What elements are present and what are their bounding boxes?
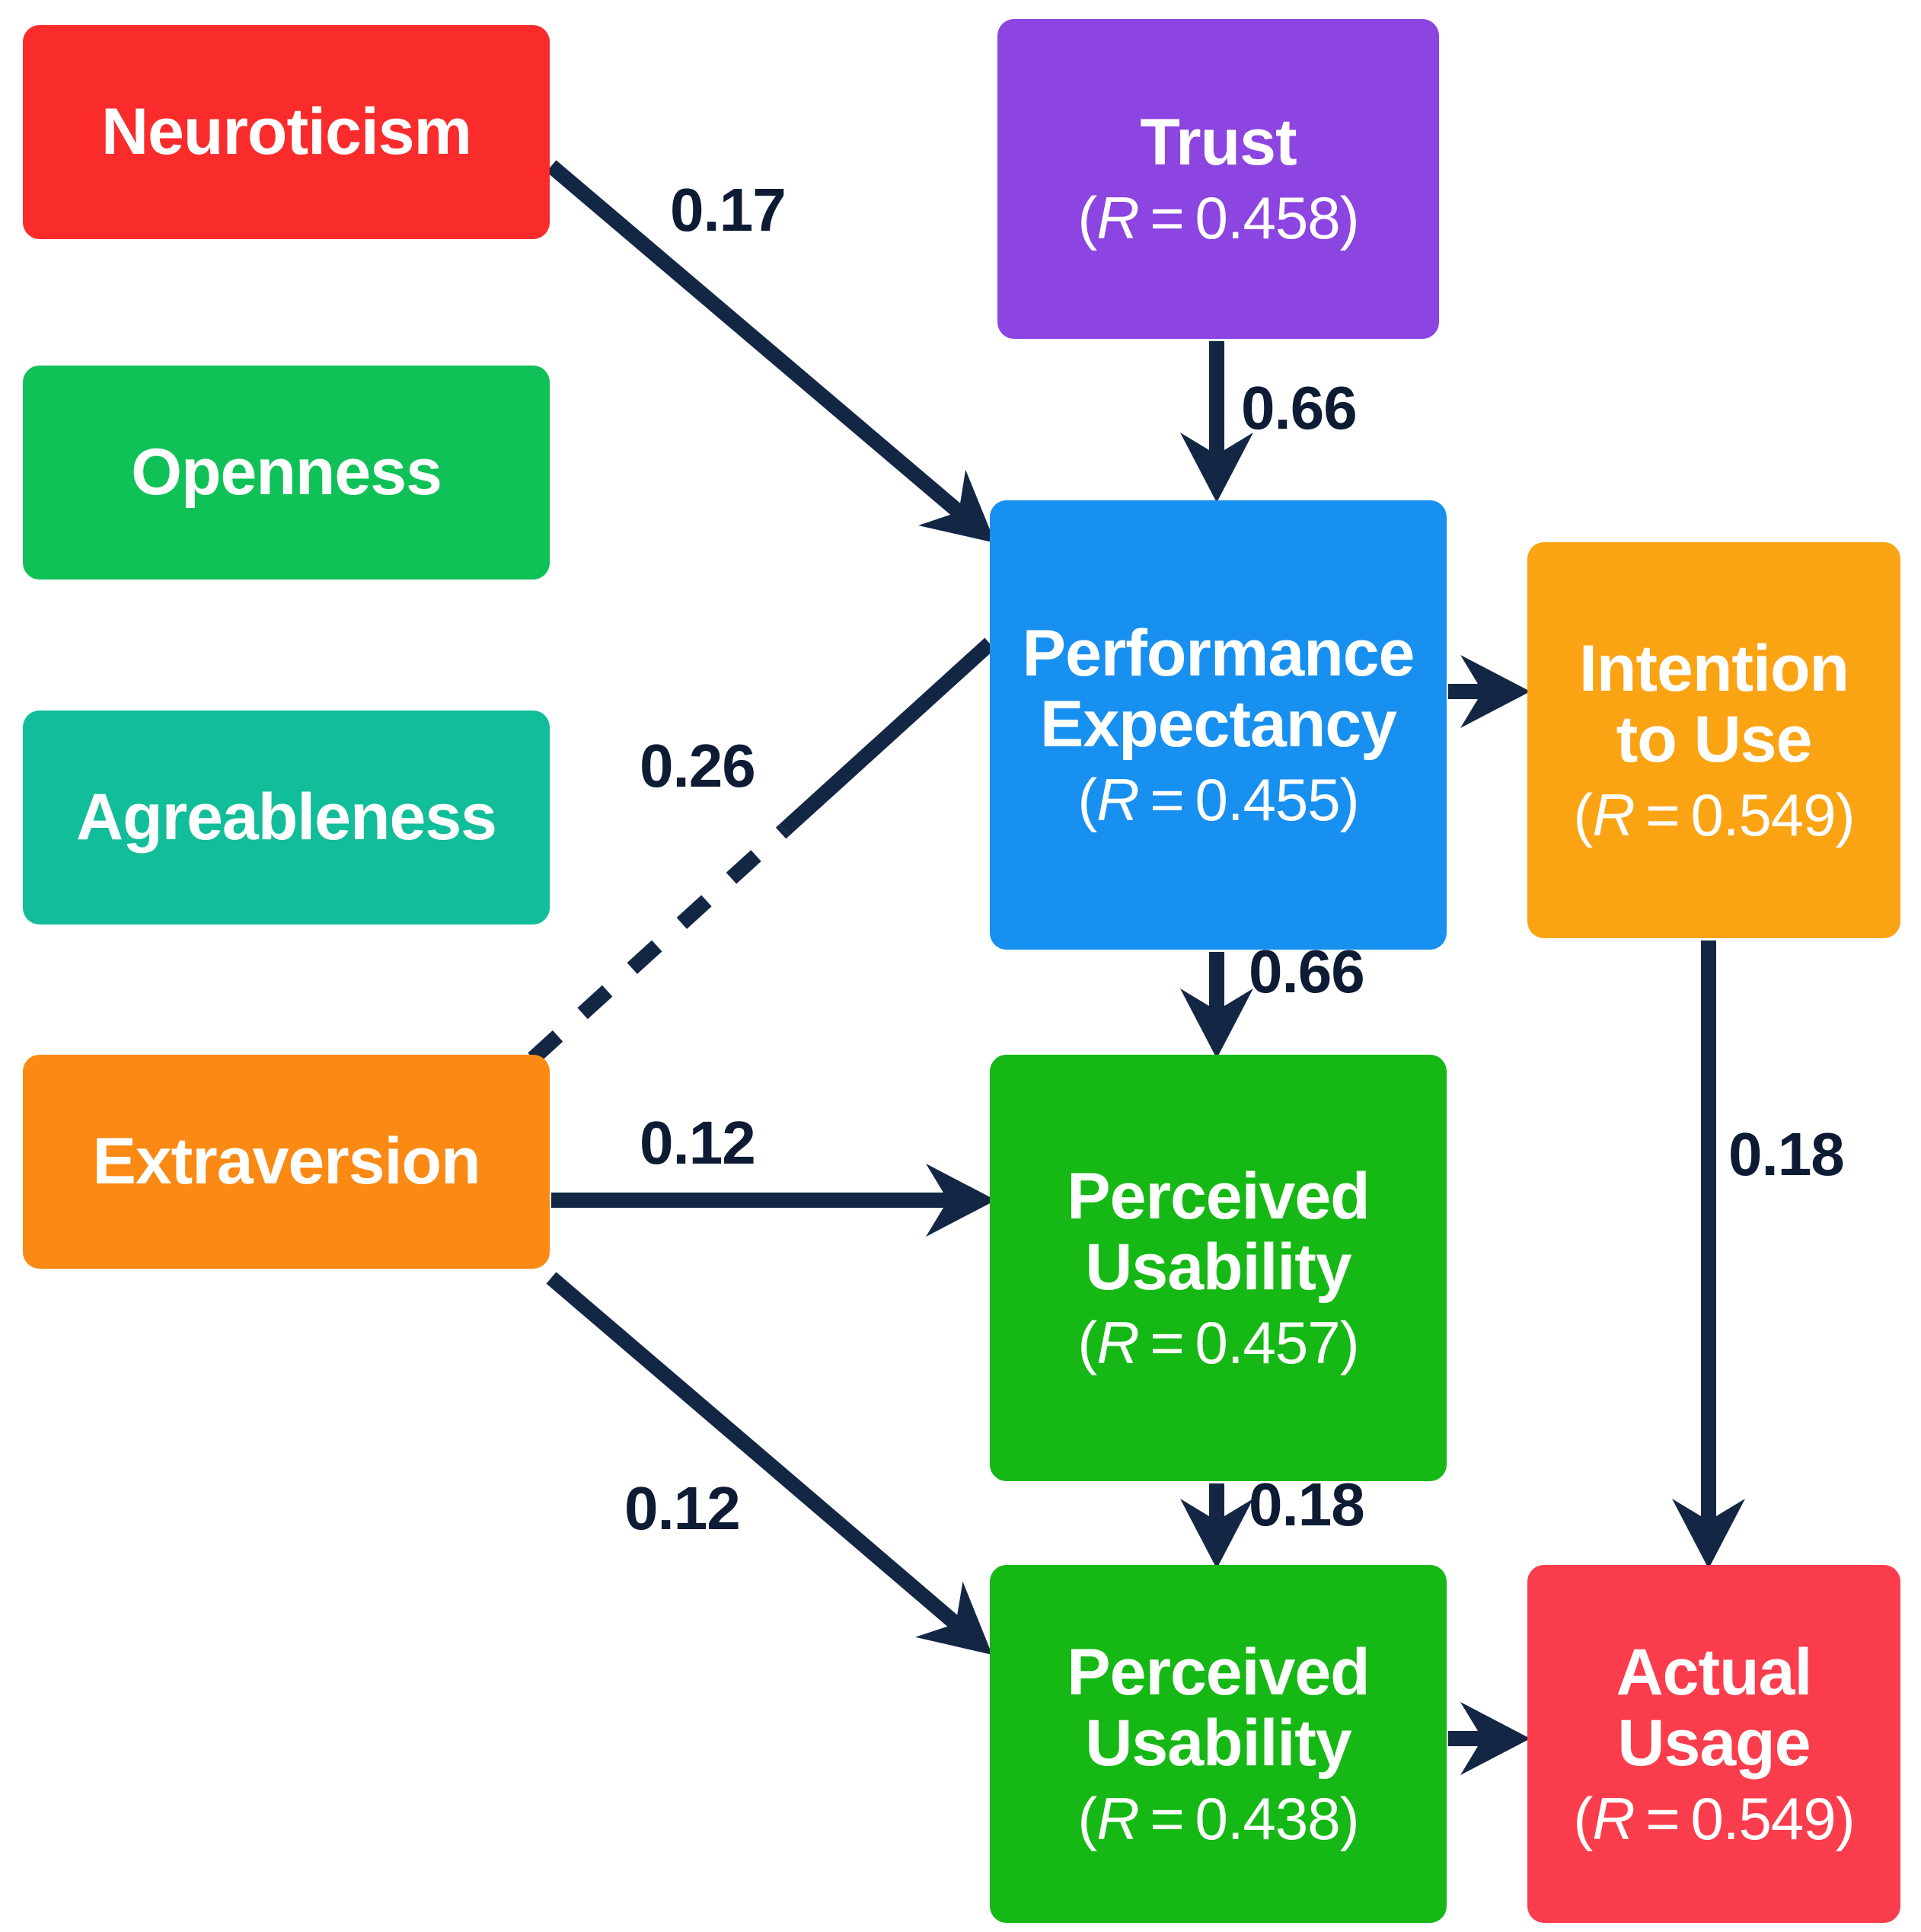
node-perceived-usability-top-label: Perceived Usability (1067, 1160, 1370, 1304)
node-performance-expectancy[interactable]: Performance Expectancy (R = 0.455) (990, 500, 1447, 950)
node-perceived-usability-bottom[interactable]: Perceived Usability (R = 0.438) (990, 1565, 1447, 1923)
node-intention-to-use-label: Intention to Use (1578, 632, 1849, 776)
node-perceived-usability-bottom-label: Perceived Usability (1067, 1636, 1370, 1780)
node-neuroticism[interactable]: Neuroticism (23, 25, 550, 239)
node-actual-usage-r-value: (R = 0.549) (1573, 1784, 1855, 1852)
node-performance-expectancy-r-value: (R = 0.455) (1077, 765, 1359, 833)
node-trust-label: Trust (1140, 106, 1297, 180)
edge-label-perceived-usability-top-to-perceived-usability-bottom: 0.18 (1249, 1471, 1365, 1538)
node-actual-usage-label: Actual Usage (1616, 1636, 1813, 1780)
edge-label-extraversion-to-perceived-usability-top: 0.12 (640, 1109, 756, 1177)
node-perceived-usability-top[interactable]: Perceived Usability (R = 0.457) (990, 1055, 1447, 1481)
node-openness[interactable]: Openness (23, 366, 550, 580)
node-intention-to-use-r-value: (R = 0.549) (1573, 781, 1855, 848)
node-agreableness[interactable]: Agreableness (23, 711, 550, 924)
edge-extraversion-to-performance-expectancy-dashed (528, 824, 790, 1065)
node-trust-r-value: (R = 0.458) (1077, 184, 1359, 252)
edge-label-performance-expectancy-to-perceived-usability-top: 0.66 (1249, 937, 1365, 1005)
edge-label-trust-to-performance-expectancy: 0.66 (1241, 374, 1358, 442)
node-intention-to-use[interactable]: Intention to Use (R = 0.549) (1527, 542, 1900, 938)
node-perceived-usability-bottom-r-value: (R = 0.438) (1077, 1784, 1359, 1852)
edge-label-extraversion-to-perceived-usability-bottom: 0.12 (624, 1474, 741, 1542)
edge-extraversion-to-performance-expectancy-solid (779, 637, 995, 836)
node-perceived-usability-top-r-value: (R = 0.457) (1077, 1308, 1359, 1376)
edge-label-neuroticism-to-performance-expectancy: 0.17 (670, 176, 787, 244)
node-extraversion-label: Extraversion (92, 1125, 480, 1199)
edge-label-extraversion-to-performance-expectancy: 0.26 (640, 732, 756, 800)
node-actual-usage[interactable]: Actual Usage (R = 0.549) (1527, 1565, 1900, 1923)
node-trust[interactable]: Trust (R = 0.458) (997, 19, 1439, 339)
node-openness-label: Openness (131, 436, 442, 509)
node-agreableness-label: Agreableness (75, 781, 497, 854)
node-performance-expectancy-label: Performance Expectancy (1022, 617, 1415, 761)
edge-extraversion-to-perceived-usability-bottom (546, 1272, 993, 1655)
node-extraversion[interactable]: Extraversion (23, 1055, 550, 1269)
edge-label-intention-to-use-to-actual-usage: 0.18 (1728, 1120, 1845, 1188)
node-neuroticism-label: Neuroticism (101, 95, 472, 169)
